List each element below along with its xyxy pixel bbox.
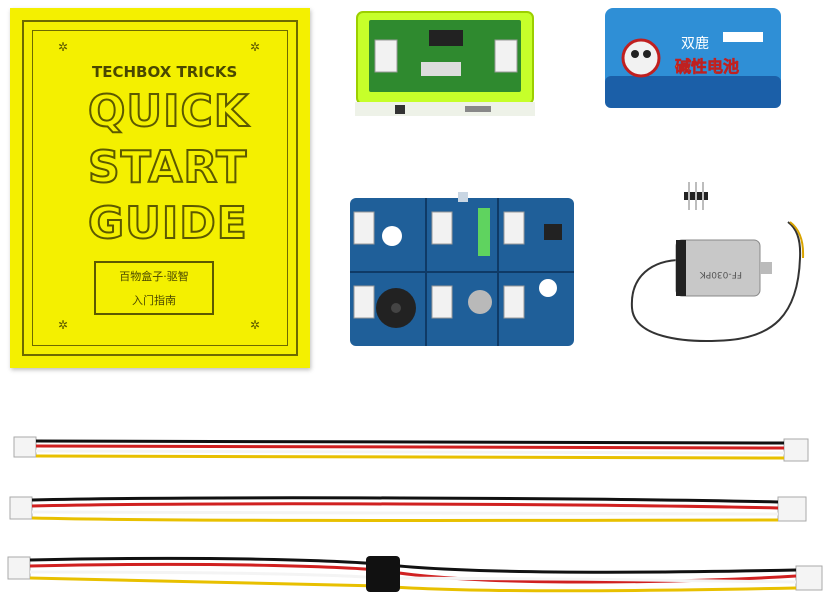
battery-label: 碱性电池 (675, 57, 739, 76)
booklet-subtitle-line2: 入门指南 (132, 294, 176, 307)
booklet-title-line2: START (87, 142, 248, 193)
booklet-subtitle-line1: 百物盒子·驱智 (119, 270, 189, 283)
star-icon: ✲ (250, 318, 261, 332)
battery: 双鹿 碱性电池 (605, 8, 781, 108)
motor-label: FF-030PK (699, 269, 742, 279)
booklet-border (22, 20, 298, 356)
booklet-inner-border (32, 30, 288, 346)
dc-motor: FF-030PK (630, 221, 805, 342)
booklet-brand: TECHBOX TRICKS (92, 63, 238, 81)
star-icon: ✲ (250, 40, 261, 54)
pin-header (684, 182, 708, 210)
acrylic-case-board (355, 11, 535, 116)
booklet-subtitle: 百物盒子·驱智 入门指南 (94, 261, 214, 315)
star-icon: ✲ (58, 40, 69, 54)
booklet-title-line1: QUICK (87, 86, 249, 137)
battery-brand: 双鹿 (681, 35, 709, 52)
star-icon: ✲ (58, 318, 69, 332)
quick-start-booklet: ✲ ✲ ✲ ✲ TECHBOX TRICKS QUICK START GUIDE… (10, 8, 310, 368)
grove-cable-1 (13, 436, 809, 462)
grove-cable-2 (9, 496, 807, 522)
booklet-title-line3: GUIDE (87, 198, 248, 249)
grove-sensor-board (350, 192, 574, 346)
grove-cable-3 (7, 556, 823, 593)
